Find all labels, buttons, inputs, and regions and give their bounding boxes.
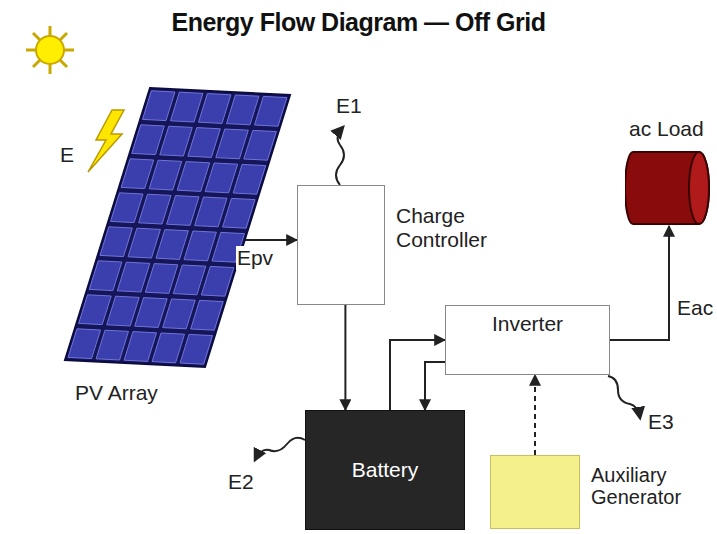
pv-cell [195, 197, 227, 227]
loss-arrow-e1 [336, 127, 344, 185]
node-label: Inverter [492, 312, 563, 336]
pv-cell [216, 129, 249, 159]
pv-cell [244, 130, 276, 160]
pv-panel-drawing [60, 85, 295, 375]
charge-controller-box: Charge Controller [297, 185, 385, 305]
pv-array: PV Array [60, 85, 295, 375]
pv-cell [184, 231, 216, 261]
lightning-bolt [88, 110, 124, 172]
load-cylinder-drawing [625, 150, 713, 226]
pv-cell [199, 94, 231, 124]
node-label: Auxiliary Generator [591, 464, 701, 509]
pv-cell [96, 330, 128, 360]
pv-cell [201, 266, 234, 296]
flow-connector [344, 305, 346, 410]
pv-cell [152, 333, 184, 363]
pv-cell [89, 261, 122, 291]
cylinder-body [625, 152, 709, 224]
pv-cell [167, 196, 199, 226]
pv-cell [233, 164, 266, 194]
pv-cell [100, 227, 132, 257]
pv-cell [132, 125, 165, 155]
pv-cell [180, 334, 212, 364]
battery-box: Battery [305, 410, 465, 530]
pv-cell [121, 159, 154, 189]
pv-cell [145, 264, 178, 294]
sun [26, 26, 74, 74]
pv-cell [128, 228, 160, 258]
pv-frame [65, 88, 290, 367]
generator-box: Auxiliary Generator [490, 455, 580, 529]
energy-label: E1 [336, 94, 362, 118]
flow-connector [425, 362, 445, 410]
pv-cell [124, 332, 156, 362]
flow-connector [534, 375, 536, 455]
loss-arrow-e3 [608, 376, 640, 418]
pv-cell [171, 92, 203, 122]
pv-cell [139, 194, 171, 224]
pv-cell [205, 163, 238, 193]
pv-cell [156, 230, 188, 260]
pv-cell [68, 329, 100, 359]
node-label: Battery [352, 458, 419, 482]
node-label: PV Array [75, 381, 158, 405]
ac-load-cylinder: ac Load [625, 150, 713, 226]
pv-cell [173, 265, 206, 295]
pv-cell [223, 198, 255, 228]
energy-label: E2 [228, 470, 254, 494]
pv-cell [107, 296, 140, 326]
pv-cell [177, 162, 210, 192]
pv-cell [135, 298, 168, 328]
pv-cell [255, 96, 287, 126]
energy-label: E3 [648, 410, 674, 434]
pv-cell [79, 295, 112, 325]
energy-label: Epv [236, 246, 274, 270]
pv-cell [160, 126, 193, 156]
pv-cell [117, 262, 150, 292]
energy-label: E [60, 143, 74, 167]
pv-cell [227, 95, 259, 125]
node-label: Charge Controller [396, 204, 506, 251]
diagram-title: Energy Flow Diagram — Off Grid [0, 8, 717, 37]
loss-arrow-e2 [255, 438, 305, 460]
inverter-box: Inverter [445, 305, 610, 375]
node-label: ac Load [629, 117, 704, 141]
flow-connector [390, 340, 445, 410]
pv-cell [149, 160, 182, 190]
pv-cell [163, 299, 196, 329]
pv-cell [188, 128, 221, 158]
pv-cell [111, 193, 143, 223]
pv-cell [143, 91, 175, 121]
cylinder-end [689, 152, 709, 224]
flow-connector [610, 226, 669, 340]
energy-label: Eac [676, 296, 714, 320]
pv-cell [191, 300, 224, 330]
